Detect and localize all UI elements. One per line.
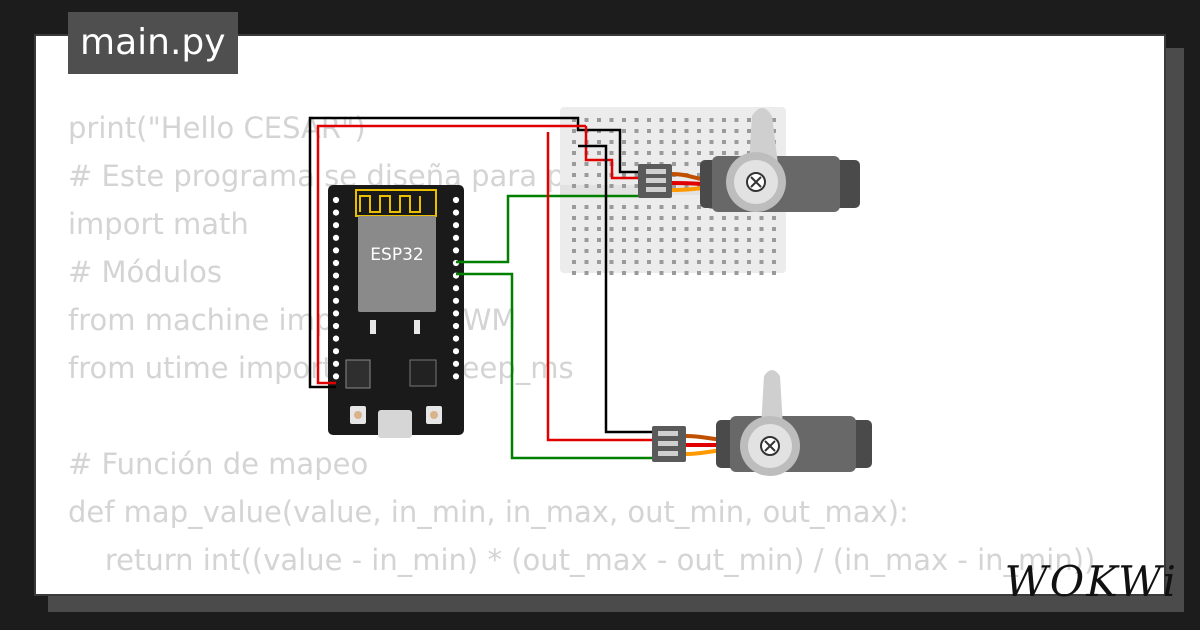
- code-line: def map_value(value, in_min, in_max, out…: [68, 495, 909, 529]
- signal-wire-servo-1: [456, 194, 640, 264]
- code-line: # Función de mapeo: [68, 447, 369, 481]
- power-wire-servo-2: [546, 132, 654, 442]
- code-line: return int((value - in_min) * (out_max -…: [68, 543, 1096, 577]
- code-line: # Módulos: [68, 255, 222, 289]
- servo-motor-2[interactable]: [652, 370, 872, 476]
- wires: [308, 116, 654, 460]
- power-wire-servo-1: [316, 124, 586, 385]
- code-line: print("Hello CESAR"): [68, 111, 366, 145]
- code-line: import math: [68, 207, 249, 241]
- file-tab[interactable]: main.py: [68, 12, 238, 74]
- ground-wire-servo-1: [308, 116, 640, 389]
- chip-label: ESP32: [370, 245, 423, 265]
- esp32-board[interactable]: ESP32: [328, 185, 464, 438]
- header-pins: [331, 195, 461, 381]
- power-wire-servo-1b: [584, 126, 640, 180]
- ground-wire-servo-2: [578, 144, 654, 434]
- esp32-module: [358, 216, 436, 312]
- usb-port: [378, 410, 412, 438]
- signal-wire-servo-2: [456, 272, 654, 460]
- servo-motor-1[interactable]: [638, 108, 860, 212]
- wokwi-logo: WOKWi: [1004, 557, 1178, 606]
